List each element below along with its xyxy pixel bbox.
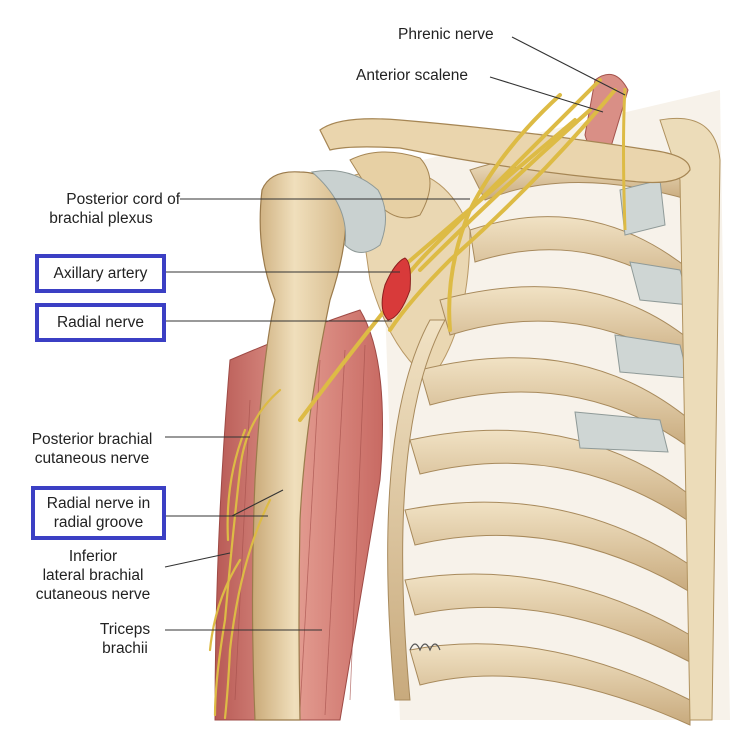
cutaneous-nerves	[208, 388, 282, 720]
label-inferior-lateral: Inferior lateral brachial cutaneous nerv…	[20, 547, 166, 604]
label-anterior-scalene: Anterior scalene	[356, 67, 469, 84]
leader-phrenic	[511, 36, 626, 96]
label-posterior-brachial-line2: cutaneous nerve	[34, 450, 150, 467]
label-phrenic-nerve: Phrenic nerve	[398, 26, 494, 43]
muscle-fibers	[234, 344, 366, 716]
label-radial-groove-line1: Radial nerve in	[46, 495, 151, 512]
label-radial-groove-line2: radial groove	[53, 514, 144, 531]
label-inferior-lateral-line1: Inferior	[68, 548, 118, 565]
label-triceps-line2: brachii	[102, 640, 148, 657]
phrenic-nerve-path	[622, 87, 627, 231]
clavicle	[319, 118, 691, 184]
label-posterior-brachial: Posterior brachial cutaneous nerve	[18, 430, 166, 468]
label-posterior-brachial-line1: Posterior brachial	[31, 431, 153, 448]
label-axillary-artery-box: Axillary artery	[35, 254, 166, 293]
axillary-artery-vessel	[381, 257, 411, 321]
leader-anterior-scalene	[489, 76, 604, 113]
leader-lines	[164, 36, 626, 631]
sternum	[659, 117, 721, 721]
leader-radial-groove-2	[231, 489, 284, 517]
label-posterior-cord: Posterior cord of brachial plexus	[22, 190, 180, 228]
ribcage-lateral-curve	[387, 319, 446, 701]
humeral-head-cartilage	[310, 169, 386, 253]
label-axillary-artery: Axillary artery	[53, 265, 148, 282]
artist-signature	[409, 643, 441, 652]
label-posterior-cord-line1: Posterior cord of	[66, 191, 180, 208]
label-triceps: Triceps brachii	[85, 620, 165, 658]
leader-inferior-lateral	[164, 552, 231, 568]
label-radial-groove-box: Radial nerve in radial groove	[31, 486, 166, 540]
label-radial-nerve-box: Radial nerve	[35, 303, 166, 342]
label-posterior-cord-line2: brachial plexus	[49, 210, 153, 227]
label-triceps-line1: Triceps	[99, 621, 151, 638]
label-radial-nerve: Radial nerve	[56, 314, 145, 331]
label-inferior-lateral-line2: lateral brachial	[42, 567, 144, 584]
label-inferior-lateral-line3: cutaneous nerve	[35, 586, 151, 603]
acromion	[349, 151, 431, 219]
